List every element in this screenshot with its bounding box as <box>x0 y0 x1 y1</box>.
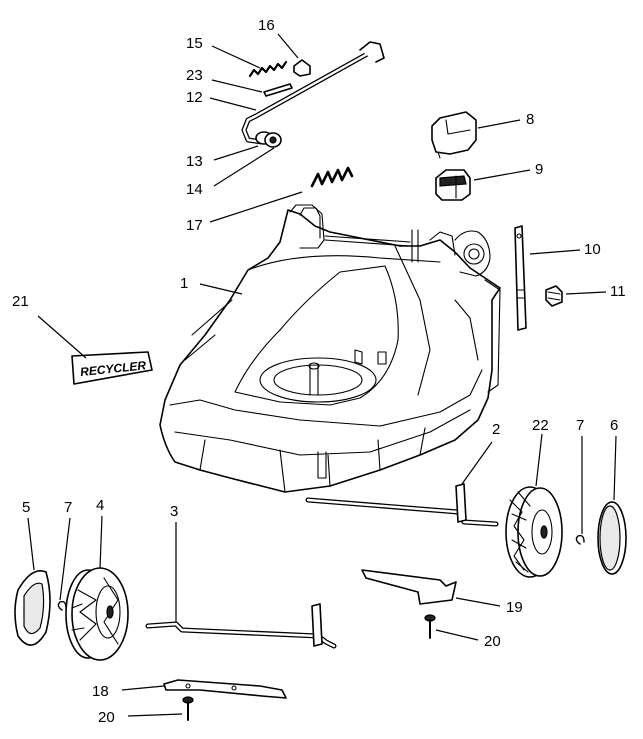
part-deck <box>159 204 501 493</box>
part-retainer-right <box>575 534 585 545</box>
callout-10: 10 <box>584 241 601 258</box>
part-bushing <box>255 131 282 148</box>
part-rear-axle <box>305 483 499 527</box>
part-hubcap-left <box>14 570 51 646</box>
callout-14: 14 <box>186 181 203 198</box>
part-rear-wheel <box>505 486 563 578</box>
part-nut <box>545 285 563 307</box>
part-cap <box>431 111 477 159</box>
callout-3: 3 <box>170 503 178 520</box>
decal-text: RECYCLER <box>80 358 147 379</box>
callout-15: 15 <box>186 35 203 52</box>
part-screw-right <box>424 614 436 639</box>
callout-18: 18 <box>92 683 109 700</box>
part-hubcap-right <box>597 501 627 575</box>
callout-5: 5 <box>22 499 30 516</box>
callout-6: 6 <box>610 417 618 434</box>
callout-2: 2 <box>492 421 500 438</box>
part-handle-rod <box>241 41 385 145</box>
part-front-axle <box>145 603 337 649</box>
callout-1: 1 <box>180 275 188 292</box>
part-knob <box>435 169 471 201</box>
callout-12: 12 <box>186 89 203 106</box>
part-pin <box>263 83 293 97</box>
callout-7-left: 7 <box>64 499 72 516</box>
part-spring-small <box>248 60 288 78</box>
part-baffle <box>361 569 457 605</box>
callout-20-right: 20 <box>484 633 501 650</box>
callout-23: 23 <box>186 67 203 84</box>
callout-19: 19 <box>506 599 523 616</box>
part-decal: RECYCLER <box>71 351 153 385</box>
callout-8: 8 <box>526 111 534 128</box>
part-blade <box>163 679 287 699</box>
callout-13: 13 <box>186 153 203 170</box>
part-clip <box>293 59 311 77</box>
callout-22: 22 <box>532 417 549 434</box>
callout-20-bottom: 20 <box>98 709 115 726</box>
callout-17: 17 <box>186 217 203 234</box>
part-spring-large <box>310 166 354 188</box>
callout-21: 21 <box>12 293 29 310</box>
part-retainer-left <box>57 600 67 611</box>
callout-9: 9 <box>535 161 543 178</box>
callout-7-right: 7 <box>576 417 584 434</box>
callout-4: 4 <box>96 497 104 514</box>
callout-16: 16 <box>258 17 275 34</box>
leader-lines <box>27 33 617 717</box>
part-front-wheel <box>65 567 129 661</box>
part-bracket <box>514 225 527 331</box>
callout-labels: 15 16 23 12 13 14 17 8 9 10 11 1 21 2 22… <box>12 17 626 726</box>
callout-11: 11 <box>610 283 626 300</box>
part-screw-bottom <box>182 696 194 721</box>
